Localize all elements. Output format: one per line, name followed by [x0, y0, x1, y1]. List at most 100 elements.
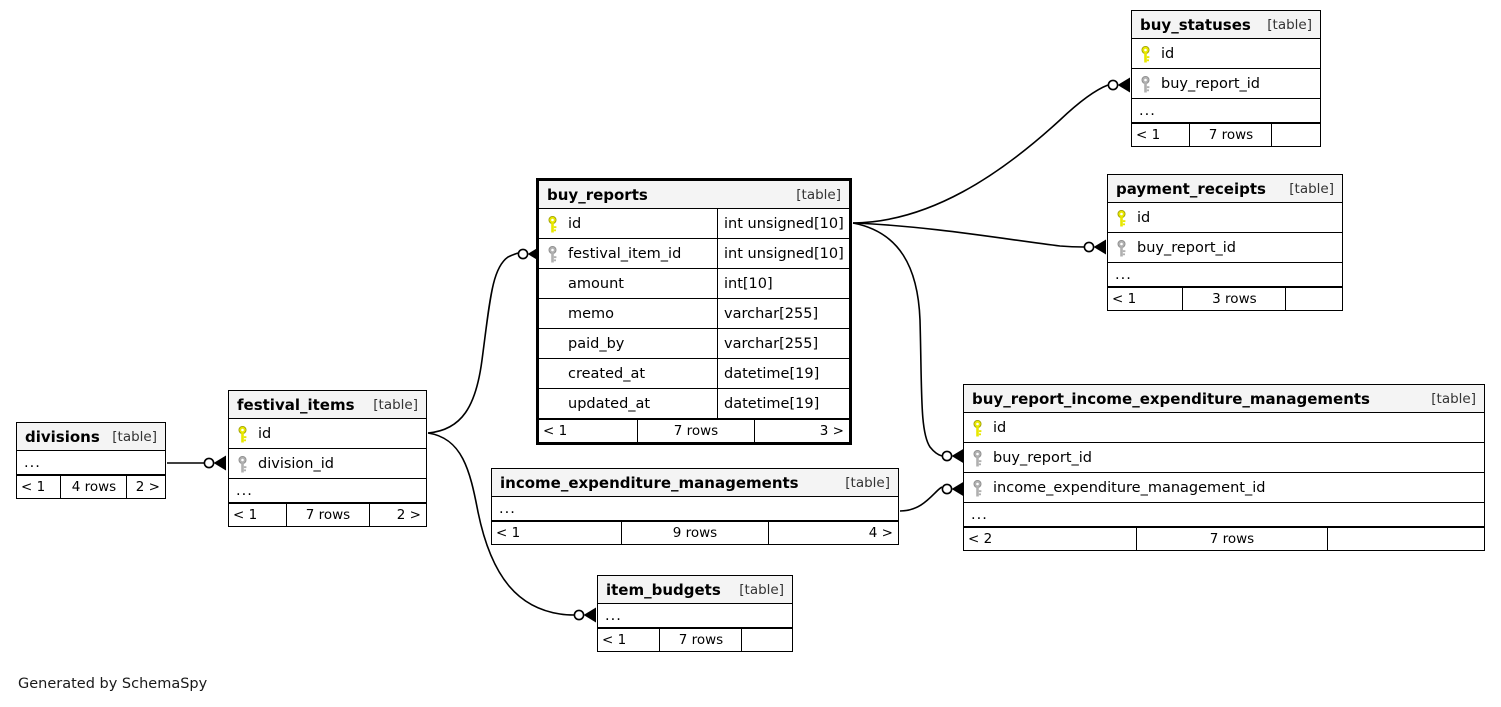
more-columns-ellipsis[interactable]: ...: [1132, 99, 1320, 123]
more-columns-ellipsis[interactable]: ...: [964, 503, 1484, 527]
table-node-buy_report_income_expenditure_managements[interactable]: buy_report_income_expenditure_management…: [963, 384, 1485, 551]
column-name: created_at: [568, 365, 646, 382]
footer-next-degree[interactable]: 2 >: [396, 507, 421, 523]
column-name-cell: id: [1132, 39, 1320, 68]
column-name-cell: id: [229, 419, 426, 448]
footer-next-degree[interactable]: 2 >: [135, 479, 160, 495]
more-columns-ellipsis[interactable]: ...: [17, 451, 165, 475]
column-name: buy_report_id: [993, 449, 1092, 466]
column-type: int[10]: [717, 269, 849, 298]
table-footer-buy_statuses: < 1 7 rows: [1132, 123, 1320, 146]
relationship-edge: [899, 486, 943, 512]
column-name-cell: id: [539, 209, 717, 238]
table-column-row[interactable]: id: [1108, 203, 1342, 233]
more-columns-ellipsis[interactable]: ...: [598, 604, 792, 628]
table-header-festival_items: festival_items[table]: [229, 391, 426, 419]
table-column-row[interactable]: created_at datetime[19]: [539, 359, 849, 389]
table-column-row[interactable]: id: [1132, 39, 1320, 69]
table-column-row[interactable]: income_expenditure_management_id: [964, 473, 1484, 503]
footer-prev-degree[interactable]: < 1: [1136, 127, 1161, 143]
foreign-key-icon: [237, 455, 248, 472]
table-title: buy_reports: [547, 185, 648, 204]
table-column-row[interactable]: division_id: [229, 449, 426, 479]
footer-next-degree[interactable]: [1286, 288, 1342, 310]
table-footer-payment_receipts: < 1 3 rows: [1108, 287, 1342, 310]
table-header-item_budgets: item_budgets[table]: [598, 576, 792, 604]
table-column-row[interactable]: id: [229, 419, 426, 449]
footer-prev-degree[interactable]: < 1: [1112, 291, 1137, 307]
table-header-divisions: divisions[table]: [17, 423, 165, 451]
footer-next-degree[interactable]: [1328, 528, 1484, 550]
footer-row-count[interactable]: 9 rows: [621, 522, 769, 544]
table-type-tag: [table]: [1431, 390, 1476, 407]
primary-key-icon: [237, 425, 248, 442]
footer-row-count[interactable]: 7 rows: [659, 629, 743, 651]
more-columns-ellipsis[interactable]: ...: [229, 479, 426, 503]
table-node-payment_receipts[interactable]: payment_receipts[table]id buy_report_id..…: [1107, 174, 1343, 311]
table-node-item_budgets[interactable]: item_budgets[table]... < 1 7 rows: [597, 575, 793, 652]
footer-prev-degree[interactable]: < 2: [968, 531, 993, 547]
primary-key-icon: [547, 215, 558, 232]
table-type-tag: [table]: [796, 186, 841, 203]
column-name: id: [258, 425, 272, 442]
table-title: buy_report_income_expenditure_management…: [972, 389, 1370, 408]
column-name-cell: amount: [539, 269, 717, 298]
primary-key-icon: [1140, 45, 1151, 62]
footer-prev-degree[interactable]: < 1: [543, 423, 568, 439]
table-header-buy_reports: buy_reports [table]: [539, 181, 849, 209]
table-column-row[interactable]: buy_report_id: [1108, 233, 1342, 263]
footer-next-degree[interactable]: [742, 629, 792, 651]
table-column-row[interactable]: id: [964, 413, 1484, 443]
relationship-endpoint-crowsfoot: [1107, 77, 1130, 93]
table-node-festival_items[interactable]: festival_items[table]id division_id... < 1…: [228, 390, 427, 527]
column-name: memo: [568, 305, 615, 322]
footer-next-degree[interactable]: 4 >: [868, 525, 893, 541]
table-footer-buy_report_income_expenditure_managements: < 2 7 rows: [964, 527, 1484, 550]
column-type: datetime[19]: [717, 359, 849, 388]
table-title: divisions: [25, 427, 100, 446]
column-name: paid_by: [568, 335, 625, 352]
column-name-cell: updated_at: [539, 389, 717, 418]
column-name-cell: id: [964, 413, 1484, 442]
table-column-row[interactable]: buy_report_id: [1132, 69, 1320, 99]
footer-prev-degree[interactable]: < 1: [602, 632, 627, 648]
column-name: buy_report_id: [1137, 239, 1236, 256]
footer-prev-degree[interactable]: < 1: [21, 479, 46, 495]
table-node-divisions[interactable]: divisions[table]... < 1 4 rows 2 >: [16, 422, 166, 499]
footer-row-count[interactable]: 3 rows: [1182, 288, 1287, 310]
footer-prev-degree[interactable]: < 1: [496, 525, 521, 541]
table-type-tag: [table]: [373, 396, 418, 413]
column-name: income_expenditure_management_id: [993, 479, 1266, 496]
table-column-row[interactable]: buy_report_id: [964, 443, 1484, 473]
foreign-key-icon: [547, 245, 558, 262]
column-name-cell: buy_report_id: [964, 443, 1484, 472]
table-header-income_expenditure_managements: income_expenditure_managements[table]: [492, 469, 898, 497]
footer-next-degree[interactable]: [1272, 124, 1320, 146]
more-columns-ellipsis[interactable]: ...: [1108, 263, 1342, 287]
footer-next-degree[interactable]: 3 >: [819, 423, 844, 439]
footer-row-count[interactable]: 7 rows: [1189, 124, 1273, 146]
table-header-payment_receipts: payment_receipts[table]: [1108, 175, 1342, 203]
footer-row-count[interactable]: 4 rows: [60, 476, 128, 498]
foreign-key-icon: [1116, 239, 1127, 256]
relationship-edge: [852, 222, 943, 457]
relationship-edge: [852, 84, 1109, 224]
footer-row-count[interactable]: 7 rows: [1136, 528, 1328, 550]
footer-row-count[interactable]: 7 rows: [637, 420, 755, 442]
more-columns-ellipsis[interactable]: ...: [492, 497, 898, 521]
no-key-spacer: [547, 306, 558, 322]
table-node-income_expenditure_managements[interactable]: income_expenditure_managements[table]...…: [491, 468, 899, 545]
footer-row-count[interactable]: 7 rows: [286, 504, 370, 526]
column-name-cell: buy_report_id: [1132, 69, 1320, 98]
table-type-tag: [table]: [845, 474, 890, 491]
footer-prev-degree[interactable]: < 1: [233, 507, 258, 523]
table-title: item_budgets: [606, 580, 721, 599]
